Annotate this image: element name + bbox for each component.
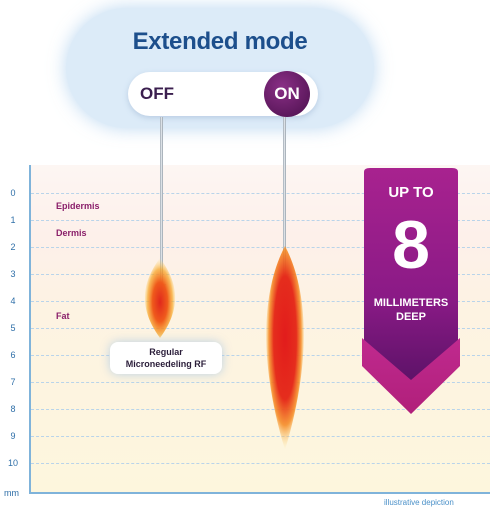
depth-banner xyxy=(362,168,460,414)
banner-up-to: UP TO xyxy=(388,184,434,201)
gridline xyxy=(31,463,490,464)
flame-icon xyxy=(266,246,304,450)
callout-line: Microneedeling RF xyxy=(125,359,207,369)
depth-tick: 6 xyxy=(10,350,16,360)
depth-tick: 2 xyxy=(10,242,16,252)
gridline xyxy=(31,382,490,383)
banner-number: 8 xyxy=(392,207,430,283)
depth-tick: 0 xyxy=(10,188,16,198)
gridline xyxy=(31,328,490,329)
gridline xyxy=(31,436,490,437)
regular-rf-callout: Regular Microneedeling RF xyxy=(110,342,222,374)
gridline xyxy=(31,220,490,221)
page-title: Extended mode xyxy=(132,28,308,55)
depth-tick: 5 xyxy=(10,323,16,333)
gridline xyxy=(31,193,490,194)
gridline xyxy=(31,409,490,410)
depth-tick: 10 xyxy=(7,458,18,468)
depth-tick: 9 xyxy=(10,431,16,441)
banner-unit: MILLIMETERS xyxy=(373,297,449,309)
layer-label-epidermis: Epidermis xyxy=(56,201,100,211)
flame-icon xyxy=(144,258,176,338)
depth-tick: 7 xyxy=(10,377,16,387)
depth-tick: 4 xyxy=(10,296,16,306)
axis-unit: mm xyxy=(4,488,19,498)
gridline xyxy=(31,247,490,248)
layer-label-dermis: Dermis xyxy=(56,228,87,238)
x-axis xyxy=(29,492,490,494)
gridline xyxy=(31,301,490,302)
layer-label-fat: Fat xyxy=(56,311,70,321)
depth-tick: 3 xyxy=(10,269,16,279)
needle-icon xyxy=(283,117,286,282)
gridline xyxy=(31,274,490,275)
needle-icon xyxy=(160,117,163,287)
y-axis xyxy=(29,165,31,493)
footnote: illustrative depiction xyxy=(384,498,454,507)
callout-line: Regular xyxy=(149,347,183,357)
gridline xyxy=(31,355,490,356)
depth-tick: 1 xyxy=(10,215,16,225)
toggle-off-label[interactable]: OFF xyxy=(140,84,174,103)
depth-tick: 8 xyxy=(10,404,16,414)
toggle-on-knob[interactable]: ON xyxy=(264,71,310,117)
banner-deep: DEEP xyxy=(396,311,426,323)
